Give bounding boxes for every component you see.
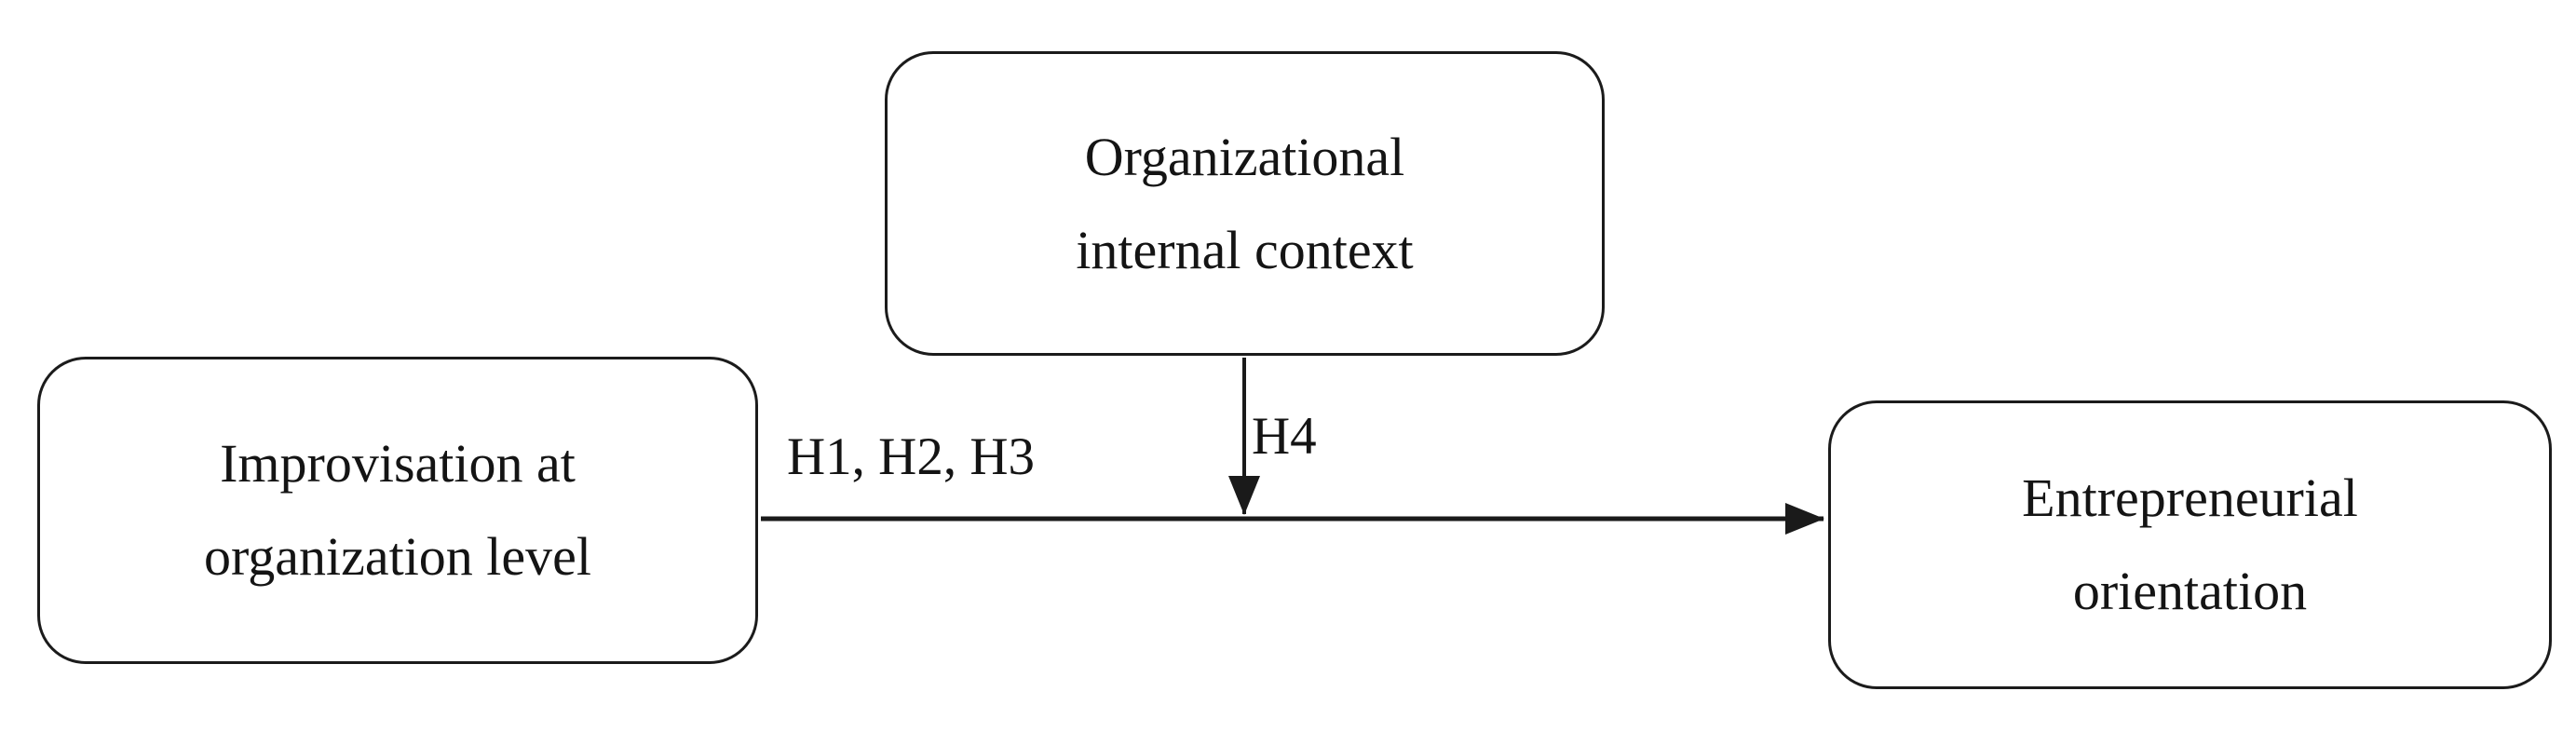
node-label-line: internal context (1076, 219, 1414, 280)
node-entrepreneurial-orientation: Entrepreneurial orientation (1828, 400, 2552, 689)
node-label-line: orientation (2072, 561, 2308, 621)
node-improvisation-at-organization-level: Improvisation at organization level (37, 357, 758, 664)
node-label-line: Organizational (1084, 126, 1405, 187)
node-label-line: Entrepreneurial (2022, 468, 2358, 529)
node-label-line: Improvisation at (220, 433, 576, 495)
node-label-line: organization level (203, 526, 592, 587)
edge-label-h4: H4 (1252, 407, 1317, 466)
edge-label-h1-h2-h3: H1, H2, H3 (787, 427, 1035, 486)
node-organizational-internal-context: Organizational internal context (885, 51, 1605, 356)
